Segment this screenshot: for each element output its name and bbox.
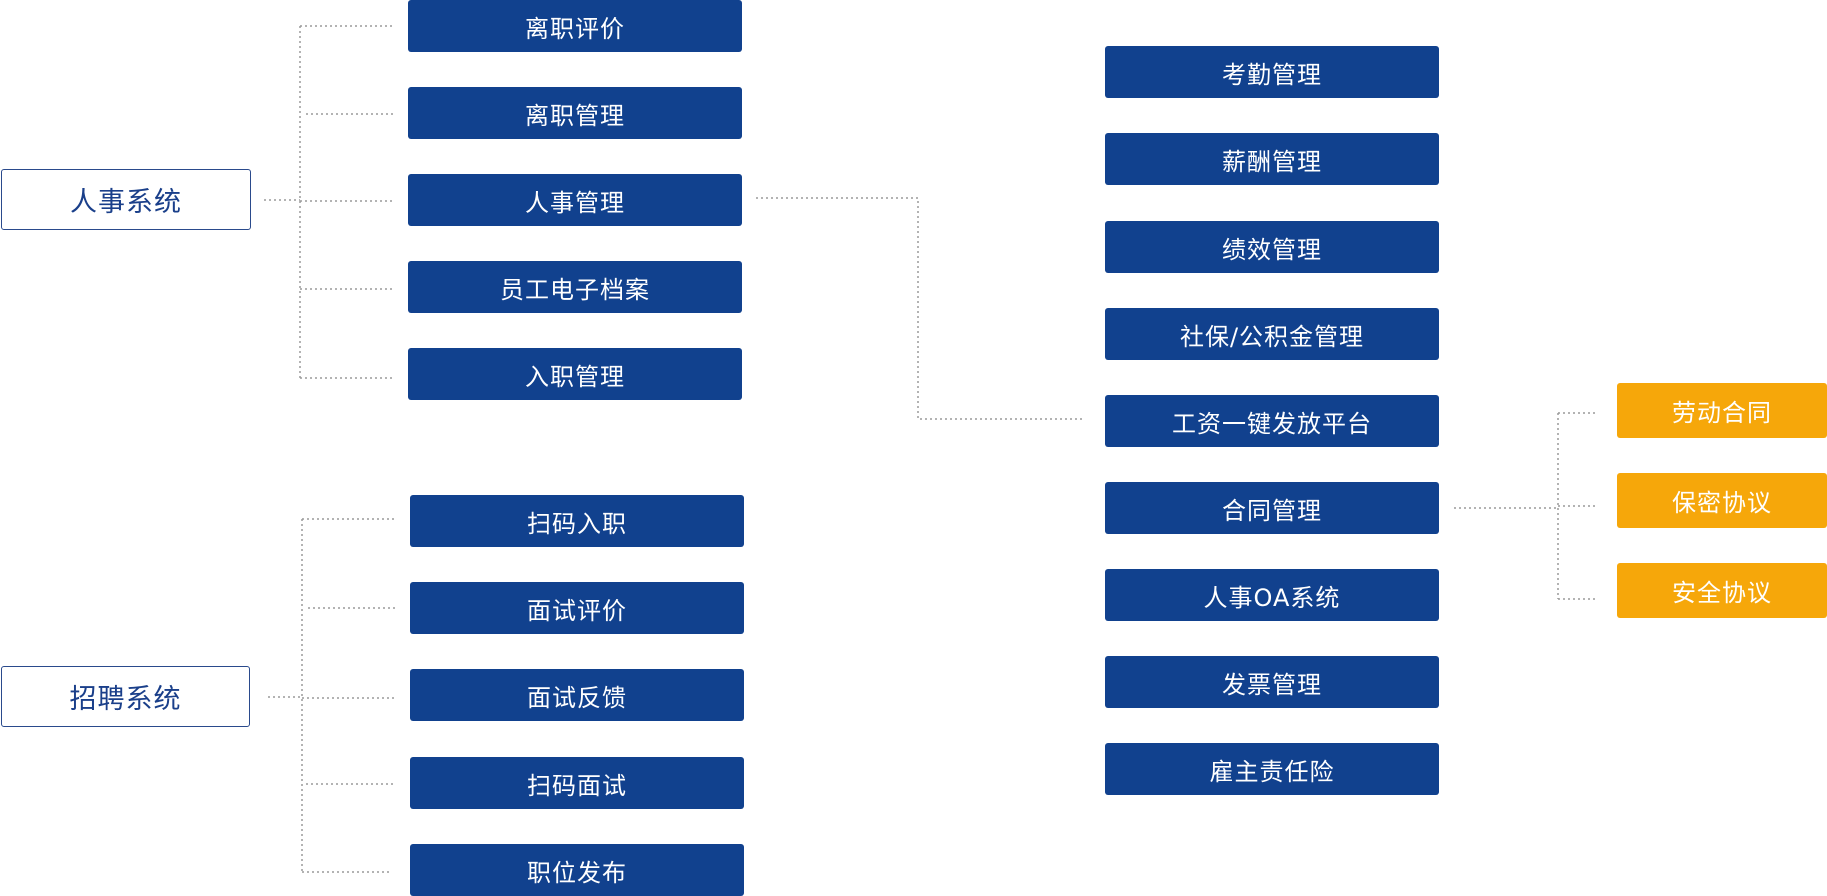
- recruit-child-node: 职位发布: [410, 844, 744, 896]
- hr-management-child-node: 人事OA系统: [1105, 569, 1439, 621]
- hr-management-child-node: 发票管理: [1105, 656, 1439, 708]
- hr-management-child-node: 社保/公积金管理: [1105, 308, 1439, 360]
- hr-child-node: 员工电子档案: [408, 261, 742, 313]
- hr-management-child-node: 雇主责任险: [1105, 743, 1439, 795]
- contract-child-node: 安全协议: [1617, 563, 1827, 618]
- hr-child-node-hr-management: 人事管理: [408, 174, 742, 226]
- root-node-recruit-system: 招聘系统: [1, 666, 250, 727]
- recruit-child-node: 扫码面试: [410, 757, 744, 809]
- hr-child-node: 入职管理: [408, 348, 742, 400]
- hr-child-node: 离职管理: [408, 87, 742, 139]
- hr-management-child-node: 绩效管理: [1105, 221, 1439, 273]
- hr-management-child-node: 考勤管理: [1105, 46, 1439, 98]
- recruit-child-node: 面试评价: [410, 582, 744, 634]
- recruit-child-node: 面试反馈: [410, 669, 744, 721]
- hr-management-child-node: 薪酬管理: [1105, 133, 1439, 185]
- hr-management-child-node-contract: 合同管理: [1105, 482, 1439, 534]
- root-node-hr-system: 人事系统: [1, 169, 251, 230]
- contract-child-node: 劳动合同: [1617, 383, 1827, 438]
- connector-hr-management: [756, 197, 1083, 420]
- contract-child-node: 保密协议: [1617, 473, 1827, 528]
- hr-management-child-node: 工资一键发放平台: [1105, 395, 1439, 447]
- recruit-child-node: 扫码入职: [410, 495, 744, 547]
- hr-child-node: 离职评价: [408, 0, 742, 52]
